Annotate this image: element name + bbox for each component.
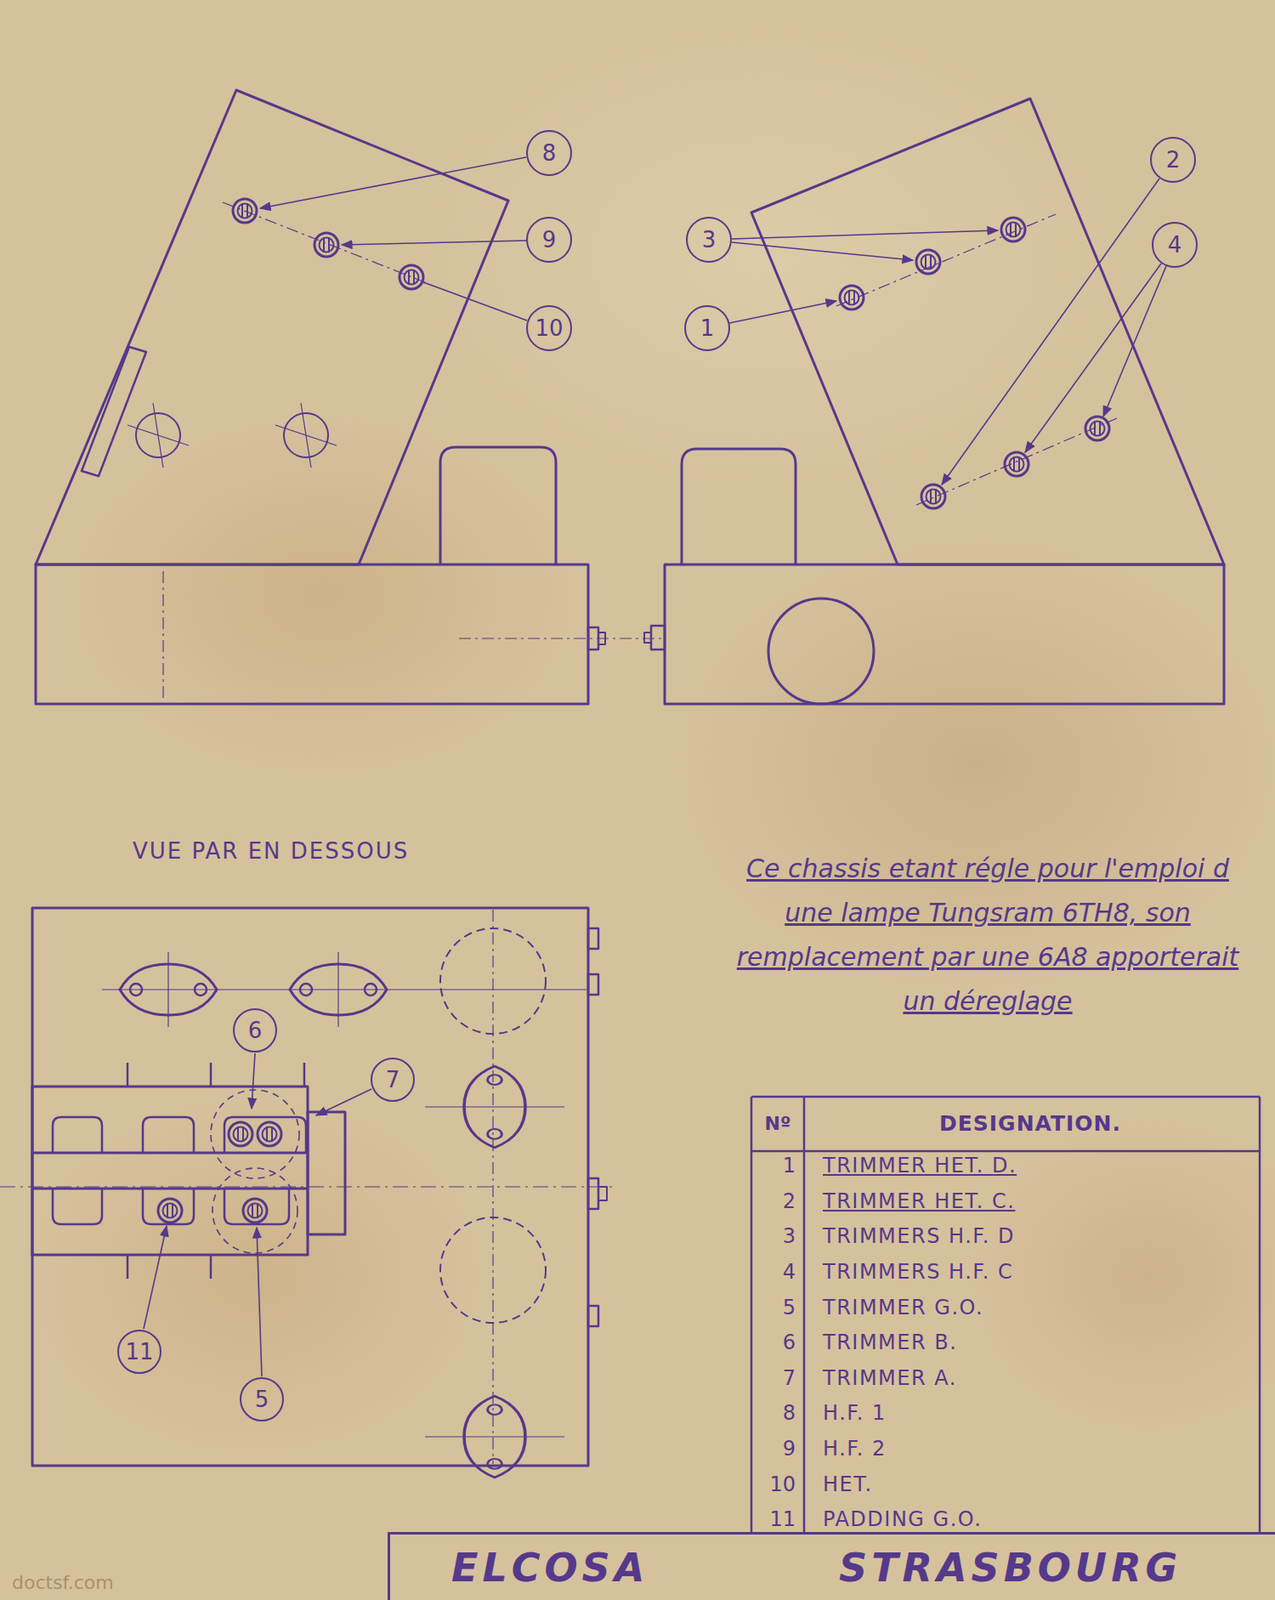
table-cell: 7: [782, 1366, 796, 1391]
table-cell: 4: [782, 1260, 796, 1285]
table-header: DESIGNATION.: [939, 1111, 1122, 1137]
table-cell: 8: [782, 1401, 796, 1426]
table-cell: H.F. 2: [822, 1437, 887, 1462]
maker-name: ELCOSA: [451, 1547, 649, 1587]
callout-circle: 11: [117, 1329, 162, 1374]
maker-name: STRASBOURG: [838, 1547, 1182, 1587]
callout-number: 6: [248, 1019, 263, 1042]
callout-circle: 4: [1151, 221, 1198, 268]
table-cell: 3: [782, 1224, 796, 1249]
callout-number: 9: [542, 228, 557, 251]
table-cell: 1: [782, 1154, 796, 1179]
callout-number: 2: [1166, 148, 1181, 171]
callout-circle: 8: [526, 130, 573, 176]
callout-number: 11: [124, 1340, 153, 1363]
table-cell: 5: [782, 1296, 796, 1321]
table-cell: TRIMMER G.O.: [822, 1296, 984, 1321]
callout-circle: 10: [526, 305, 573, 352]
callout-number: 1: [700, 317, 715, 340]
table-cell: 11: [769, 1507, 796, 1532]
table-header: Nº: [765, 1112, 792, 1134]
callout-number: 8: [542, 141, 557, 165]
callout-number: 4: [1167, 233, 1183, 256]
callout-circle: 6: [232, 1008, 278, 1053]
table-cell: 6: [782, 1331, 796, 1355]
table-cell: 2: [782, 1190, 796, 1214]
callout-circle: 3: [685, 216, 732, 263]
table-cell: TRIMMERS H.F. D: [822, 1224, 1015, 1249]
callout-number: 3: [702, 228, 717, 251]
watermark: doctsf.com: [11, 1571, 114, 1593]
note-text: Ce chassis etant régle pour l'emploi d u…: [732, 846, 1243, 1024]
table-cell: TRIMMER HET. C.: [822, 1190, 1015, 1214]
callout-circle: 5: [239, 1377, 284, 1422]
callout-number: 7: [385, 1068, 401, 1091]
table-cell: 9: [782, 1437, 796, 1462]
table-cell: TRIMMERS H.F. C: [822, 1260, 1014, 1285]
callout-circle: 9: [526, 216, 573, 263]
callout-circle: 2: [1150, 136, 1196, 183]
table-cell: TRIMMER A.: [822, 1366, 958, 1391]
view-heading: VUE PAR EN DESSOUS: [132, 838, 409, 865]
table-cell: PADDING G.O.: [822, 1507, 982, 1532]
title-block: ELCOSA STRASBOURG: [387, 1531, 1275, 1600]
callout-number: 10: [534, 317, 563, 340]
callout-number: 5: [255, 1388, 270, 1411]
table-cell: TRIMMER B.: [822, 1331, 958, 1355]
table-cell: H.F. 1: [822, 1401, 887, 1426]
callout-circle: 1: [684, 305, 731, 352]
table-cell: TRIMMER HET. D.: [822, 1154, 1017, 1179]
table-cell: 10: [769, 1473, 796, 1497]
callout-circle: 7: [370, 1057, 415, 1102]
table-cell: HET.: [822, 1473, 873, 1497]
